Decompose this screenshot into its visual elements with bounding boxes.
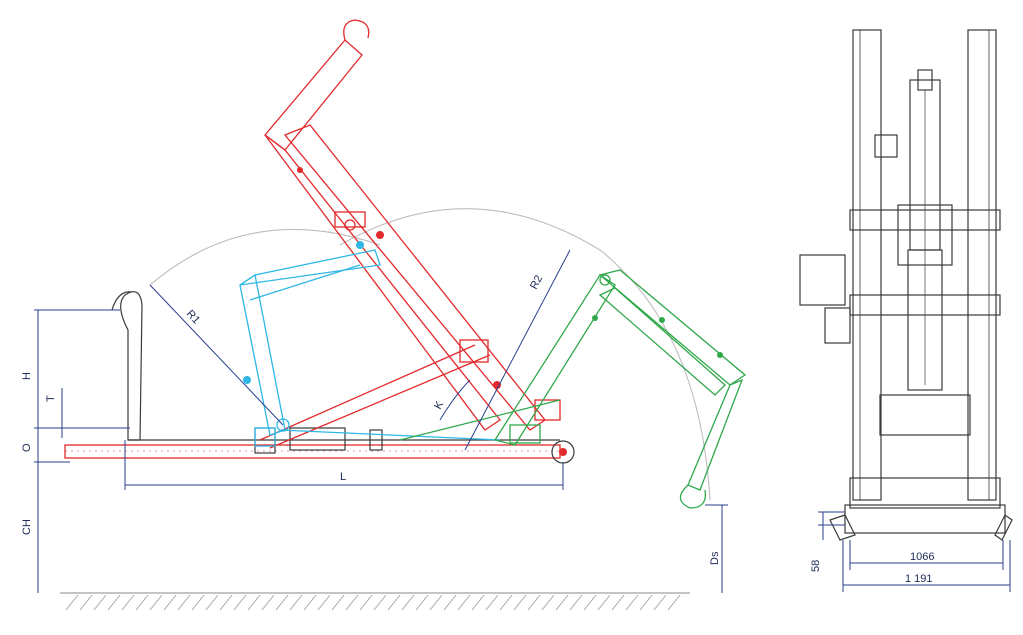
rear-dimension-labels: 1066 1 191 58 <box>810 551 934 585</box>
swing-arcs <box>149 208 711 501</box>
dim-label-O: O <box>21 443 33 452</box>
ground <box>60 592 690 611</box>
dimension-lines <box>34 249 728 593</box>
dim-label-R2: R2 <box>528 273 545 291</box>
arm-cyan <box>239 241 501 447</box>
rear-view <box>799 29 1013 541</box>
dim-label-Ds: Ds <box>709 551 721 565</box>
dim-label-CH: CH <box>21 519 33 535</box>
container-hook <box>111 291 560 441</box>
rear-dimension-lines <box>818 511 1011 592</box>
dim-label-1066: 1066 <box>910 551 934 563</box>
dimension-labels: H T O CH L R1 R2 K Ds <box>21 273 721 565</box>
arm-green <box>399 269 747 509</box>
arm-red <box>259 19 561 449</box>
dim-label-T: T <box>45 395 57 402</box>
dim-label-L: L <box>340 471 346 483</box>
subframe <box>64 427 575 464</box>
dim-label-K: K <box>432 399 446 412</box>
dim-label-H: H <box>21 372 33 380</box>
dim-label-58: 58 <box>810 560 822 572</box>
dim-label-1191: 1 191 <box>905 573 933 585</box>
